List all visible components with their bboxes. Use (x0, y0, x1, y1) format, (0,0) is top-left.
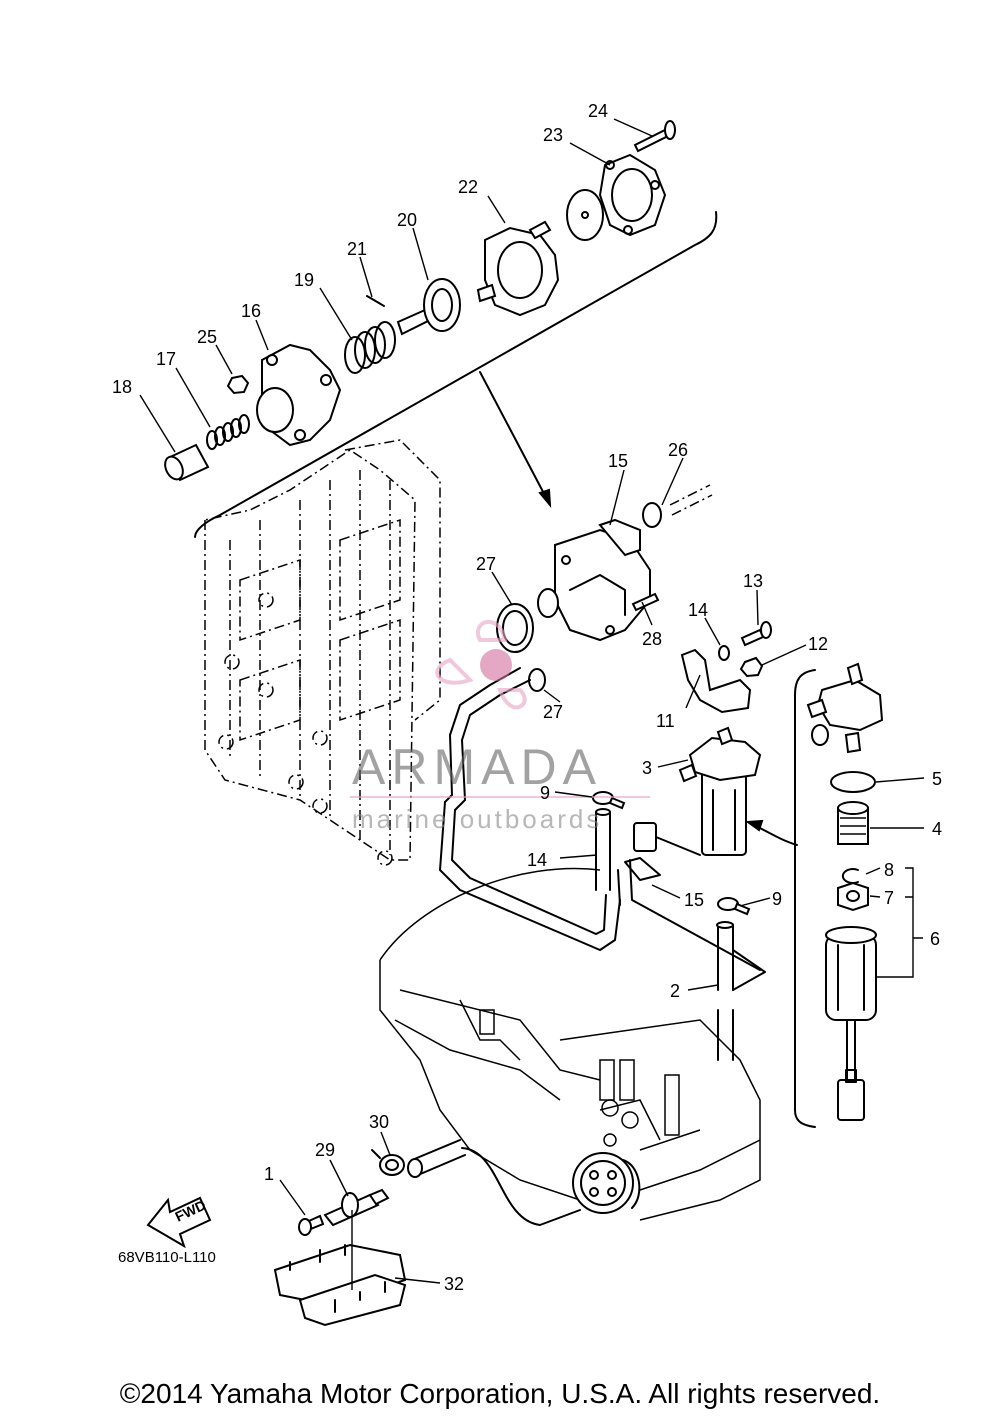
part-12-bolt (740, 621, 772, 647)
callout-16: 15 (608, 451, 628, 471)
callout-11: 12 (808, 634, 828, 654)
callout-9-lower: 9 (772, 889, 782, 909)
callout-22: 21 (347, 239, 367, 259)
callout-17: 16 (241, 301, 261, 321)
callout-20: 19 (294, 270, 314, 290)
callout-5: 5 (932, 769, 942, 789)
callout-12: 13 (743, 571, 763, 591)
fwd-arrow[interactable]: FWD (146, 1196, 212, 1249)
callout-31: 30 (369, 1112, 389, 1132)
part-21-diaphragm (396, 278, 461, 336)
part-17-body (256, 343, 342, 447)
lower-casing (379, 867, 761, 1221)
callout-28: 27 (476, 554, 496, 574)
part-7-nut (837, 881, 869, 912)
part-10-bracket (680, 648, 752, 714)
callout-3: 3 (642, 758, 652, 778)
part-19-cap (164, 443, 210, 482)
part-27-clamp-lower (528, 668, 546, 692)
callout-21: 20 (397, 210, 417, 230)
watermark-tagline: marine outboards (352, 804, 602, 834)
callout-29: 28 (642, 629, 662, 649)
part-24-cover-plate (598, 153, 667, 237)
callout-14-label: 14 (527, 850, 547, 870)
part-23-pump-cover (476, 220, 560, 317)
callout-15-label: 15 (684, 890, 704, 910)
leader-lines (139, 118, 925, 1290)
callout-4: 4 (932, 819, 942, 839)
part-13-washer (718, 645, 730, 661)
armada-watermark: ARMADA marine outboards (350, 620, 650, 834)
part-16-fuel-pump (537, 518, 651, 642)
part-2-hose (716, 921, 766, 1061)
callout-6: 6 (930, 929, 940, 949)
part-1-screw (298, 1214, 325, 1236)
part-31-clamp (371, 1149, 405, 1176)
callout-7: 7 (884, 888, 894, 908)
part-28-gasket (496, 603, 534, 653)
callout-25: 24 (588, 101, 608, 121)
copyright-notice: ©2014 Yamaha Motor Corporation, U.S.A. A… (119, 1378, 881, 1409)
callout-27-upper: 26 (668, 440, 688, 460)
exploded-view-bracket (194, 211, 718, 538)
part-4-filter (837, 801, 869, 845)
callout-26: 25 (197, 327, 217, 347)
exploded-view-arrow (479, 371, 551, 506)
fuel-separator-head (806, 662, 884, 754)
callout-19: 18 (112, 377, 132, 397)
callout-2: 2 (670, 981, 680, 1001)
callout-27-lower: 27 (543, 702, 563, 722)
fuel-joint-flange (572, 1152, 641, 1214)
callout-9-upper: 9 (540, 783, 550, 803)
callout-18: 17 (156, 349, 176, 369)
callout-10: 11 (656, 711, 675, 731)
part-32-cover (273, 1243, 407, 1327)
fuel-filter-bracket (794, 669, 816, 1128)
part-3-filter-assembly (678, 726, 762, 856)
part-25-screw (633, 120, 676, 153)
diaphragm-disc (566, 189, 604, 241)
callout-8: 8 (884, 860, 894, 880)
diagram-code: 68VB110-L110 (118, 1249, 216, 1266)
fuel-inlet-hose (407, 1139, 581, 1226)
watermark-brand: ARMADA (352, 739, 602, 795)
part-27-clamp-upper (642, 484, 713, 528)
callout-32: 32 (444, 1274, 464, 1294)
part-22-pin (366, 295, 385, 307)
part-11-nut (739, 656, 764, 678)
part-6-filter-cup-sensor (825, 926, 877, 1121)
callout-labels: 24 23 22 20 21 19 16 25 17 18 15 26 27 2… (112, 101, 942, 1294)
callout-23: 22 (458, 177, 478, 197)
part-5-o-ring (830, 771, 876, 793)
callout-30: 29 (315, 1140, 335, 1160)
callout-13: 14 (688, 600, 708, 620)
callout-1: 1 (264, 1164, 274, 1184)
engine-block (204, 439, 441, 866)
part-29-bolt (631, 592, 660, 612)
part-8-circlip (841, 868, 859, 884)
callout-24: 23 (543, 125, 563, 145)
part-20-spring (344, 321, 396, 374)
part-26-nut (226, 374, 250, 395)
part-30-fuel-connector (323, 1188, 390, 1227)
part-18-spring (206, 414, 250, 450)
